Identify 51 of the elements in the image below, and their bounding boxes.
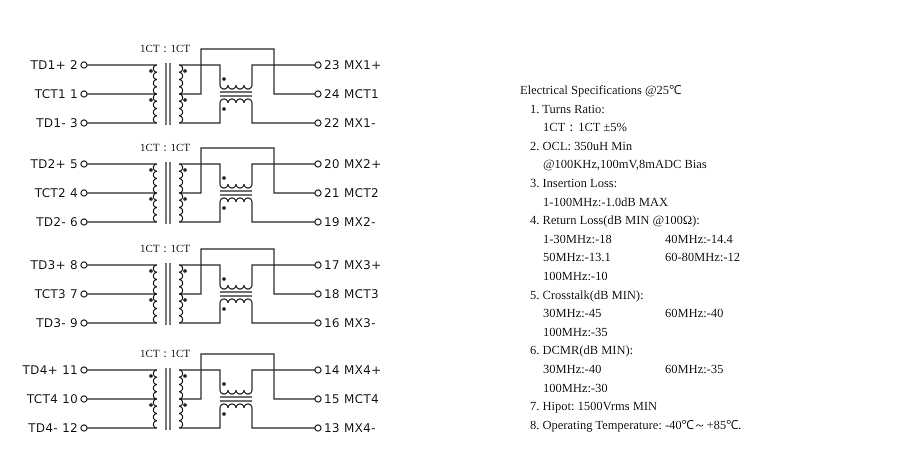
pin-label: 14 MX4+ <box>324 363 382 377</box>
pin-label: 15 MCT4 <box>324 392 379 406</box>
spec-text: 5. Crosstalk(dB MIN): <box>530 288 644 302</box>
spec-text: 100MHz:-35 <box>543 324 608 339</box>
spec-text: 7. Hipot: 1500Vrms MIN <box>530 399 658 414</box>
spec-text: 30MHz:-45 <box>543 306 602 320</box>
pin-label: TCT4 10 <box>26 392 78 406</box>
pin-label: TCT2 4 <box>34 186 78 200</box>
spec-text: 30MHz:-40 <box>543 362 602 376</box>
spec-heading: Electrical Specifications @25℃ <box>520 83 681 97</box>
turns-ratio-label: 1CT：1CT <box>140 347 190 361</box>
spec-text: 60MHz:-40 <box>665 306 724 320</box>
pin-label: 23 MX1+ <box>324 58 382 72</box>
spec-text: 6. DCMR(dB MIN): <box>530 343 634 358</box>
spec-text: 60MHz:-35 <box>665 362 724 376</box>
spec-text: 2. OCL: 350uH Min <box>530 138 632 153</box>
pin-label: 24 MCT1 <box>324 87 379 101</box>
pin-label: 13 MX4- <box>324 421 376 435</box>
spec-text: 4. Return Loss(dB MIN @100Ω): <box>530 213 700 228</box>
turns-ratio-label: 1CT：1CT <box>140 242 190 256</box>
spec-text: 8. Operating Temperature: -40℃～+85℃. <box>530 418 742 432</box>
spec-text: 1. Turns Ratio: <box>530 102 605 116</box>
pin-label: TD3+ 8 <box>30 258 78 272</box>
spec-text: 3. Insertion Loss: <box>530 176 618 190</box>
spec-text: 1-100MHz:-1.0dB MAX <box>543 194 668 209</box>
turns-ratio-label: 1CT：1CT <box>140 42 190 56</box>
pin-label: TCT3 7 <box>34 287 78 301</box>
pin-label: 22 MX1- <box>324 116 376 130</box>
pin-label: TD4- 12 <box>28 421 78 435</box>
pin-label: TD1+ 2 <box>30 58 78 72</box>
pin-label: 21 MCT2 <box>324 186 379 200</box>
spec-text: 60-80MHz:-12 <box>665 250 740 264</box>
pin-label: TD2+ 5 <box>30 157 78 171</box>
spec-text: 1-30MHz:-18 <box>543 232 612 246</box>
spec-text: 100MHz:-30 <box>543 380 608 395</box>
spec-text: 1CT：1CT ±5% <box>543 120 627 134</box>
pin-label: 18 MCT3 <box>324 287 379 301</box>
pin-label: TD4+ 11 <box>22 363 78 377</box>
spec-text: 40MHz:-14.4 <box>665 232 733 246</box>
pin-label: 19 MX2- <box>324 215 376 229</box>
spec-text: @100KHz,100mV,8mADC Bias <box>543 157 707 172</box>
pin-label: TCT1 1 <box>34 87 78 101</box>
pin-label: 20 MX2+ <box>324 157 382 171</box>
pin-label: TD1- 3 <box>36 116 78 130</box>
pin-label: 16 MX3- <box>324 316 376 330</box>
pin-label: TD3- 9 <box>36 316 78 330</box>
spec-text: 100MHz:-10 <box>543 269 608 283</box>
spec-text: 50MHz:-13.1 <box>543 250 611 264</box>
pin-label: 17 MX3+ <box>324 258 382 272</box>
pin-label: TD2- 6 <box>36 215 78 229</box>
turns-ratio-label: 1CT：1CT <box>140 141 190 155</box>
